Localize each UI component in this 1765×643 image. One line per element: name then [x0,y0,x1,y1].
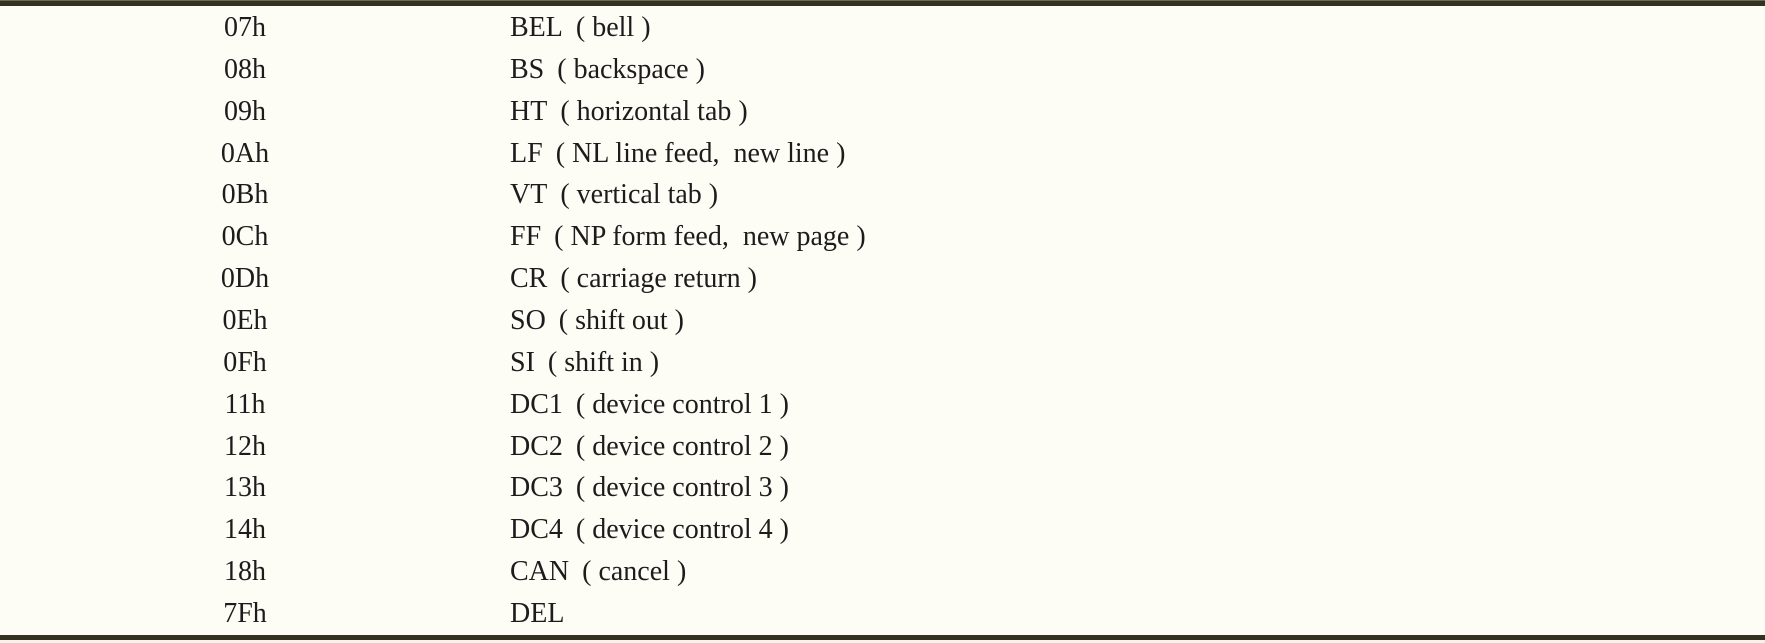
hex-code-cell: 0Fh [223,346,267,378]
control-code: SI [510,346,535,378]
control-description: ( device control 4 ) [575,514,789,546]
hex-code-cell: 7Fh [223,597,267,629]
control-code: LF [510,137,543,169]
hex-code-cell: 12h [224,430,266,462]
hex-code-cell: 18h [224,556,266,588]
hex-code-cell: 0Dh [220,263,270,295]
description-cell: DC3 ( device control 3 ) [510,474,789,502]
table-row: 0Ah LF ( NL line feed, new line ) [0,133,1765,175]
table-row: 0Fh SI ( shift in ) [0,342,1765,384]
control-description: ( device control 1 ) [575,388,789,420]
control-code: DEL [510,597,565,629]
table-row: 12h DC2 ( device control 2 ) [0,426,1765,468]
hex-code-cell: 0Eh [222,304,268,336]
description-cell: DEL [510,597,577,629]
hex-code-cell: 13h [224,472,266,504]
table-row: 18h CAN ( cancel ) [0,551,1765,593]
table-top-rule [0,0,1765,6]
hex-code-cell: 07h [224,11,266,43]
description-cell: DC4 ( device control 4 ) [510,516,789,544]
table-row: 11h DC1 ( device control 1 ) [0,384,1765,426]
table-row: 0Bh VT ( vertical tab ) [0,174,1765,216]
hex-code-cell: 11h [224,388,266,420]
control-description: ( NL line feed, new line ) [555,137,846,169]
control-description: ( cancel ) [582,556,687,588]
control-code: DC1 [510,388,563,420]
hex-code-cell: 08h [224,53,266,85]
description-cell: BS ( backspace ) [510,53,705,85]
description-cell: VT ( vertical tab ) [510,181,718,209]
table-row: 07h BEL ( bell ) [0,7,1765,49]
ascii-control-table: 07h BEL ( bell ) 08h BS ( backspace ) 09h … [0,7,1765,635]
hex-code-cell: 0Ch [221,221,269,253]
table-row: 7Fh DEL [0,593,1765,635]
control-description: ( NP form feed, new page ) [554,221,866,253]
description-cell: DC1 ( device control 1 ) [510,388,789,420]
control-description: ( shift in ) [547,346,660,378]
table-row: 08h BS ( backspace ) [0,49,1765,91]
control-code: BEL [510,11,563,43]
control-code: DC2 [510,430,563,462]
table-row: 0Ch FF ( NP form feed, new page ) [0,216,1765,258]
control-code: DC3 [510,472,563,504]
control-code: BS [510,53,545,85]
description-cell: FF ( NP form feed, new page ) [510,223,866,251]
description-cell: CAN ( cancel ) [510,558,686,586]
control-description: ( horizontal tab ) [560,95,748,127]
table-row: 09h HT ( horizontal tab ) [0,91,1765,133]
control-description: ( bell ) [575,11,651,43]
hex-code-cell: 14h [224,514,266,546]
control-code: CAN [510,556,570,588]
table-row: 13h DC3 ( device control 3 ) [0,467,1765,509]
table-bottom-rule [0,635,1765,640]
control-description: ( device control 2 ) [575,430,789,462]
description-cell: DC2 ( device control 2 ) [510,430,789,462]
table-row: 0Dh CR ( carriage return ) [0,258,1765,300]
control-description: ( device control 3 ) [575,472,789,504]
control-description: ( vertical tab ) [560,179,719,211]
description-cell: CR ( carriage return ) [510,265,757,293]
description-cell: HT ( horizontal tab ) [510,95,748,127]
control-code: VT [510,179,548,211]
control-code: DC4 [510,514,563,546]
description-cell: BEL ( bell ) [510,11,651,43]
table-row: 14h DC4 ( device control 4 ) [0,509,1765,551]
table-row: 0Eh SO ( shift out ) [0,300,1765,342]
hex-code-cell: 0Ah [220,137,270,169]
control-code: HT [510,95,548,127]
hex-code-cell: 09h [224,95,266,127]
control-description: ( carriage return ) [560,263,758,295]
control-code: SO [510,304,546,336]
description-cell: LF ( NL line feed, new line ) [510,137,846,169]
control-code: CR [510,263,548,295]
control-description: ( backspace ) [557,53,705,85]
description-cell: SO ( shift out ) [510,304,685,336]
control-code: FF [510,221,542,253]
control-description: ( shift out ) [558,304,685,336]
hex-code-cell: 0Bh [221,179,269,211]
page-margin-below-rule [0,640,1765,643]
description-cell: SI ( shift in ) [510,346,660,378]
